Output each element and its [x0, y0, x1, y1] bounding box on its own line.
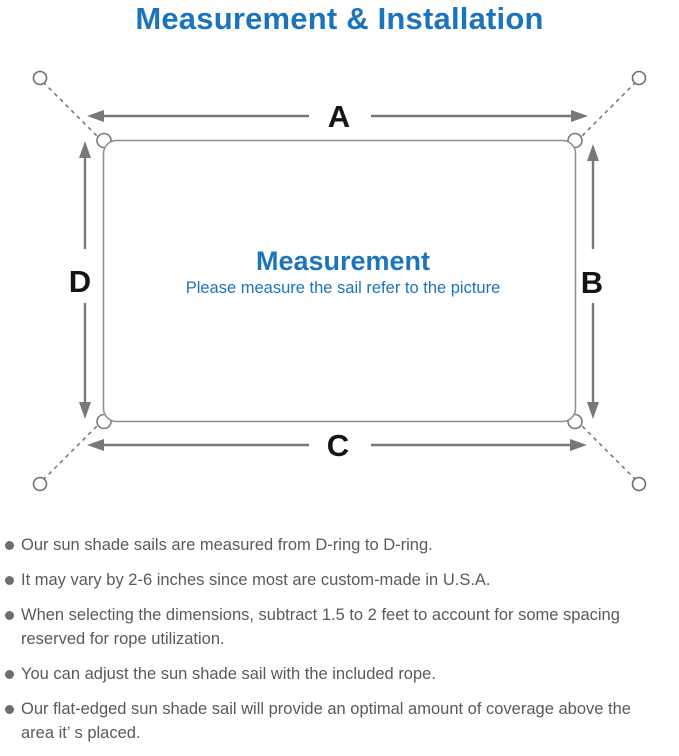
rope-line-bottom-right: [578, 422, 637, 481]
notes-list: Our sun shade sails are measured from D-…: [0, 533, 679, 756]
bullet-icon: [5, 705, 14, 714]
dimension-label-b: B: [581, 265, 603, 300]
note-text: When selecting the dimensions, subtract …: [21, 606, 620, 648]
note-text: Our flat-edged sun shade sail will provi…: [21, 700, 631, 742]
dimension-label-a: A: [328, 99, 350, 134]
anchor-point-top-right: [631, 70, 647, 86]
bullet-icon: [5, 611, 14, 620]
anchor-point-top-left: [32, 70, 48, 86]
rope-line-bottom-left: [42, 422, 101, 481]
arrowhead-a-left-icon: [87, 110, 104, 122]
arrowhead-b-down-icon: [587, 402, 599, 419]
bullet-icon: [5, 576, 14, 585]
arrowhead-a-right-icon: [571, 110, 588, 122]
rope-line-top-left: [42, 81, 101, 140]
measurement-diagram: A B C D Measurement Please measure the s…: [0, 55, 679, 525]
diagram-center-subtitle: Please measure the sail refer to the pic…: [186, 279, 501, 297]
note-item: Our sun shade sails are measured from D-…: [0, 533, 666, 557]
anchor-point-bottom-left: [32, 476, 48, 492]
dimension-label-c: C: [327, 428, 349, 463]
bullet-icon: [5, 541, 14, 550]
page-title: Measurement & Installation: [135, 1, 544, 36]
arrowhead-c-right-icon: [570, 439, 587, 451]
diagram-center-title: Measurement: [256, 246, 430, 276]
note-item: It may vary by 2-6 inches since most are…: [0, 568, 666, 592]
rope-line-top-right: [578, 81, 637, 140]
note-text: You can adjust the sun shade sail with t…: [21, 665, 436, 683]
anchor-point-bottom-right: [631, 476, 647, 492]
arrowhead-b-up-icon: [587, 144, 599, 161]
arrowhead-c-left-icon: [87, 439, 104, 451]
sail-outline: [102, 139, 577, 423]
note-item: You can adjust the sun shade sail with t…: [0, 662, 666, 686]
note-text: It may vary by 2-6 inches since most are…: [21, 571, 491, 589]
note-item: Our flat-edged sun shade sail will provi…: [0, 697, 666, 745]
arrowhead-d-down-icon: [79, 402, 91, 419]
bullet-icon: [5, 670, 14, 679]
dimension-label-d: D: [69, 264, 91, 299]
arrowhead-d-up-icon: [79, 141, 91, 158]
note-item: When selecting the dimensions, subtract …: [0, 603, 666, 651]
note-text: Our sun shade sails are measured from D-…: [21, 536, 433, 554]
